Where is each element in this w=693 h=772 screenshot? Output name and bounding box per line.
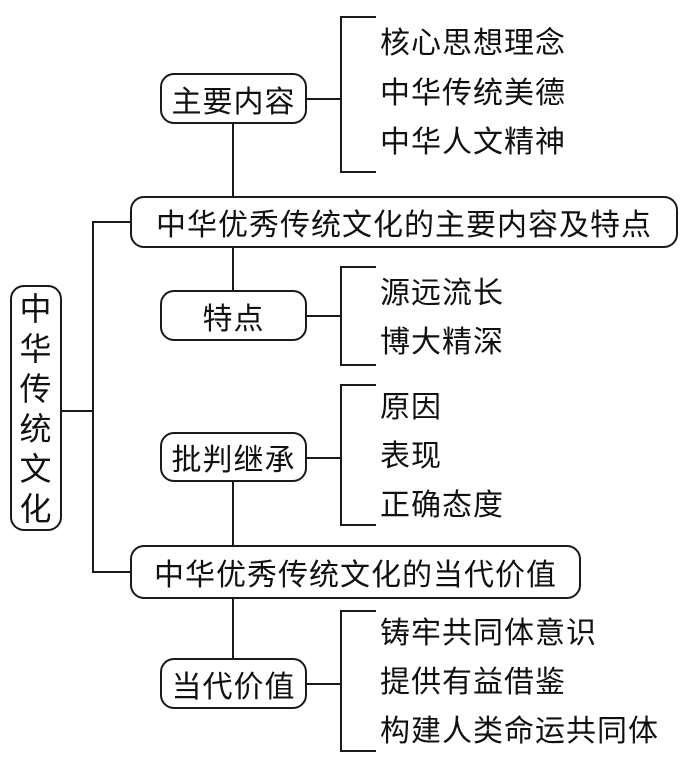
sub-3-connector [306, 457, 342, 459]
root-char: 传 [19, 370, 53, 408]
sub-2-connector [306, 315, 342, 317]
leaf-item: 源远流长 [380, 276, 504, 311]
leaf-item: 中华人文精神 [380, 125, 566, 160]
leaf-item: 博大精深 [380, 325, 504, 360]
leaf-item: 正确态度 [380, 488, 504, 523]
main-node-content-and-features[interactable]: 中华优秀传统文化的主要内容及特点 [130, 196, 678, 248]
root-char: 文 [19, 450, 53, 488]
main-trunk [92, 221, 94, 573]
main-node-contemporary-value[interactable]: 中华优秀传统文化的当代价值 [130, 545, 581, 599]
leaf-item: 核心思想理念 [380, 26, 566, 61]
trunk-to-main-1 [92, 221, 132, 223]
leaf-item: 提供有益借鉴 [380, 665, 566, 700]
root-char: 华 [19, 330, 53, 368]
bracket-contemporary-value [340, 610, 376, 752]
sub-node-label: 当代价值 [171, 669, 296, 705]
sub-node-features[interactable]: 特点 [160, 290, 307, 341]
sub-node-label: 批判继承 [171, 443, 296, 478]
sub-node-critical-inheritance[interactable]: 批判继承 [160, 432, 307, 482]
sub-1-connector [306, 98, 342, 100]
bracket-features [340, 266, 376, 366]
root-connector [61, 410, 94, 412]
sub-node-label: 主要内容 [171, 84, 296, 120]
leaf-item: 中华传统美德 [380, 76, 566, 111]
sub-node-main-content[interactable]: 主要内容 [160, 73, 307, 124]
bracket-critical-inheritance [340, 384, 376, 526]
leaf-item: 构建人类命运共同体 [380, 714, 659, 749]
root-char: 中 [19, 290, 53, 328]
trunk-to-main-2 [92, 571, 132, 573]
root-node[interactable]: 中 华 传 统 文 化 [10, 285, 62, 531]
leaf-item: 铸牢共同体意识 [380, 616, 597, 651]
sub-4-connector [306, 683, 342, 685]
leaf-item: 表现 [380, 439, 442, 474]
sub-node-contemporary-value[interactable]: 当代价值 [160, 658, 307, 709]
bracket-main-content [340, 16, 376, 173]
root-char: 化 [19, 490, 53, 528]
leaf-item: 原因 [380, 390, 442, 425]
main-node-label: 中华优秀传统文化的主要内容及特点 [156, 208, 652, 243]
main-node-label: 中华优秀传统文化的当代价值 [154, 558, 557, 593]
sub-node-label: 特点 [202, 301, 265, 337]
root-char: 统 [19, 410, 53, 448]
